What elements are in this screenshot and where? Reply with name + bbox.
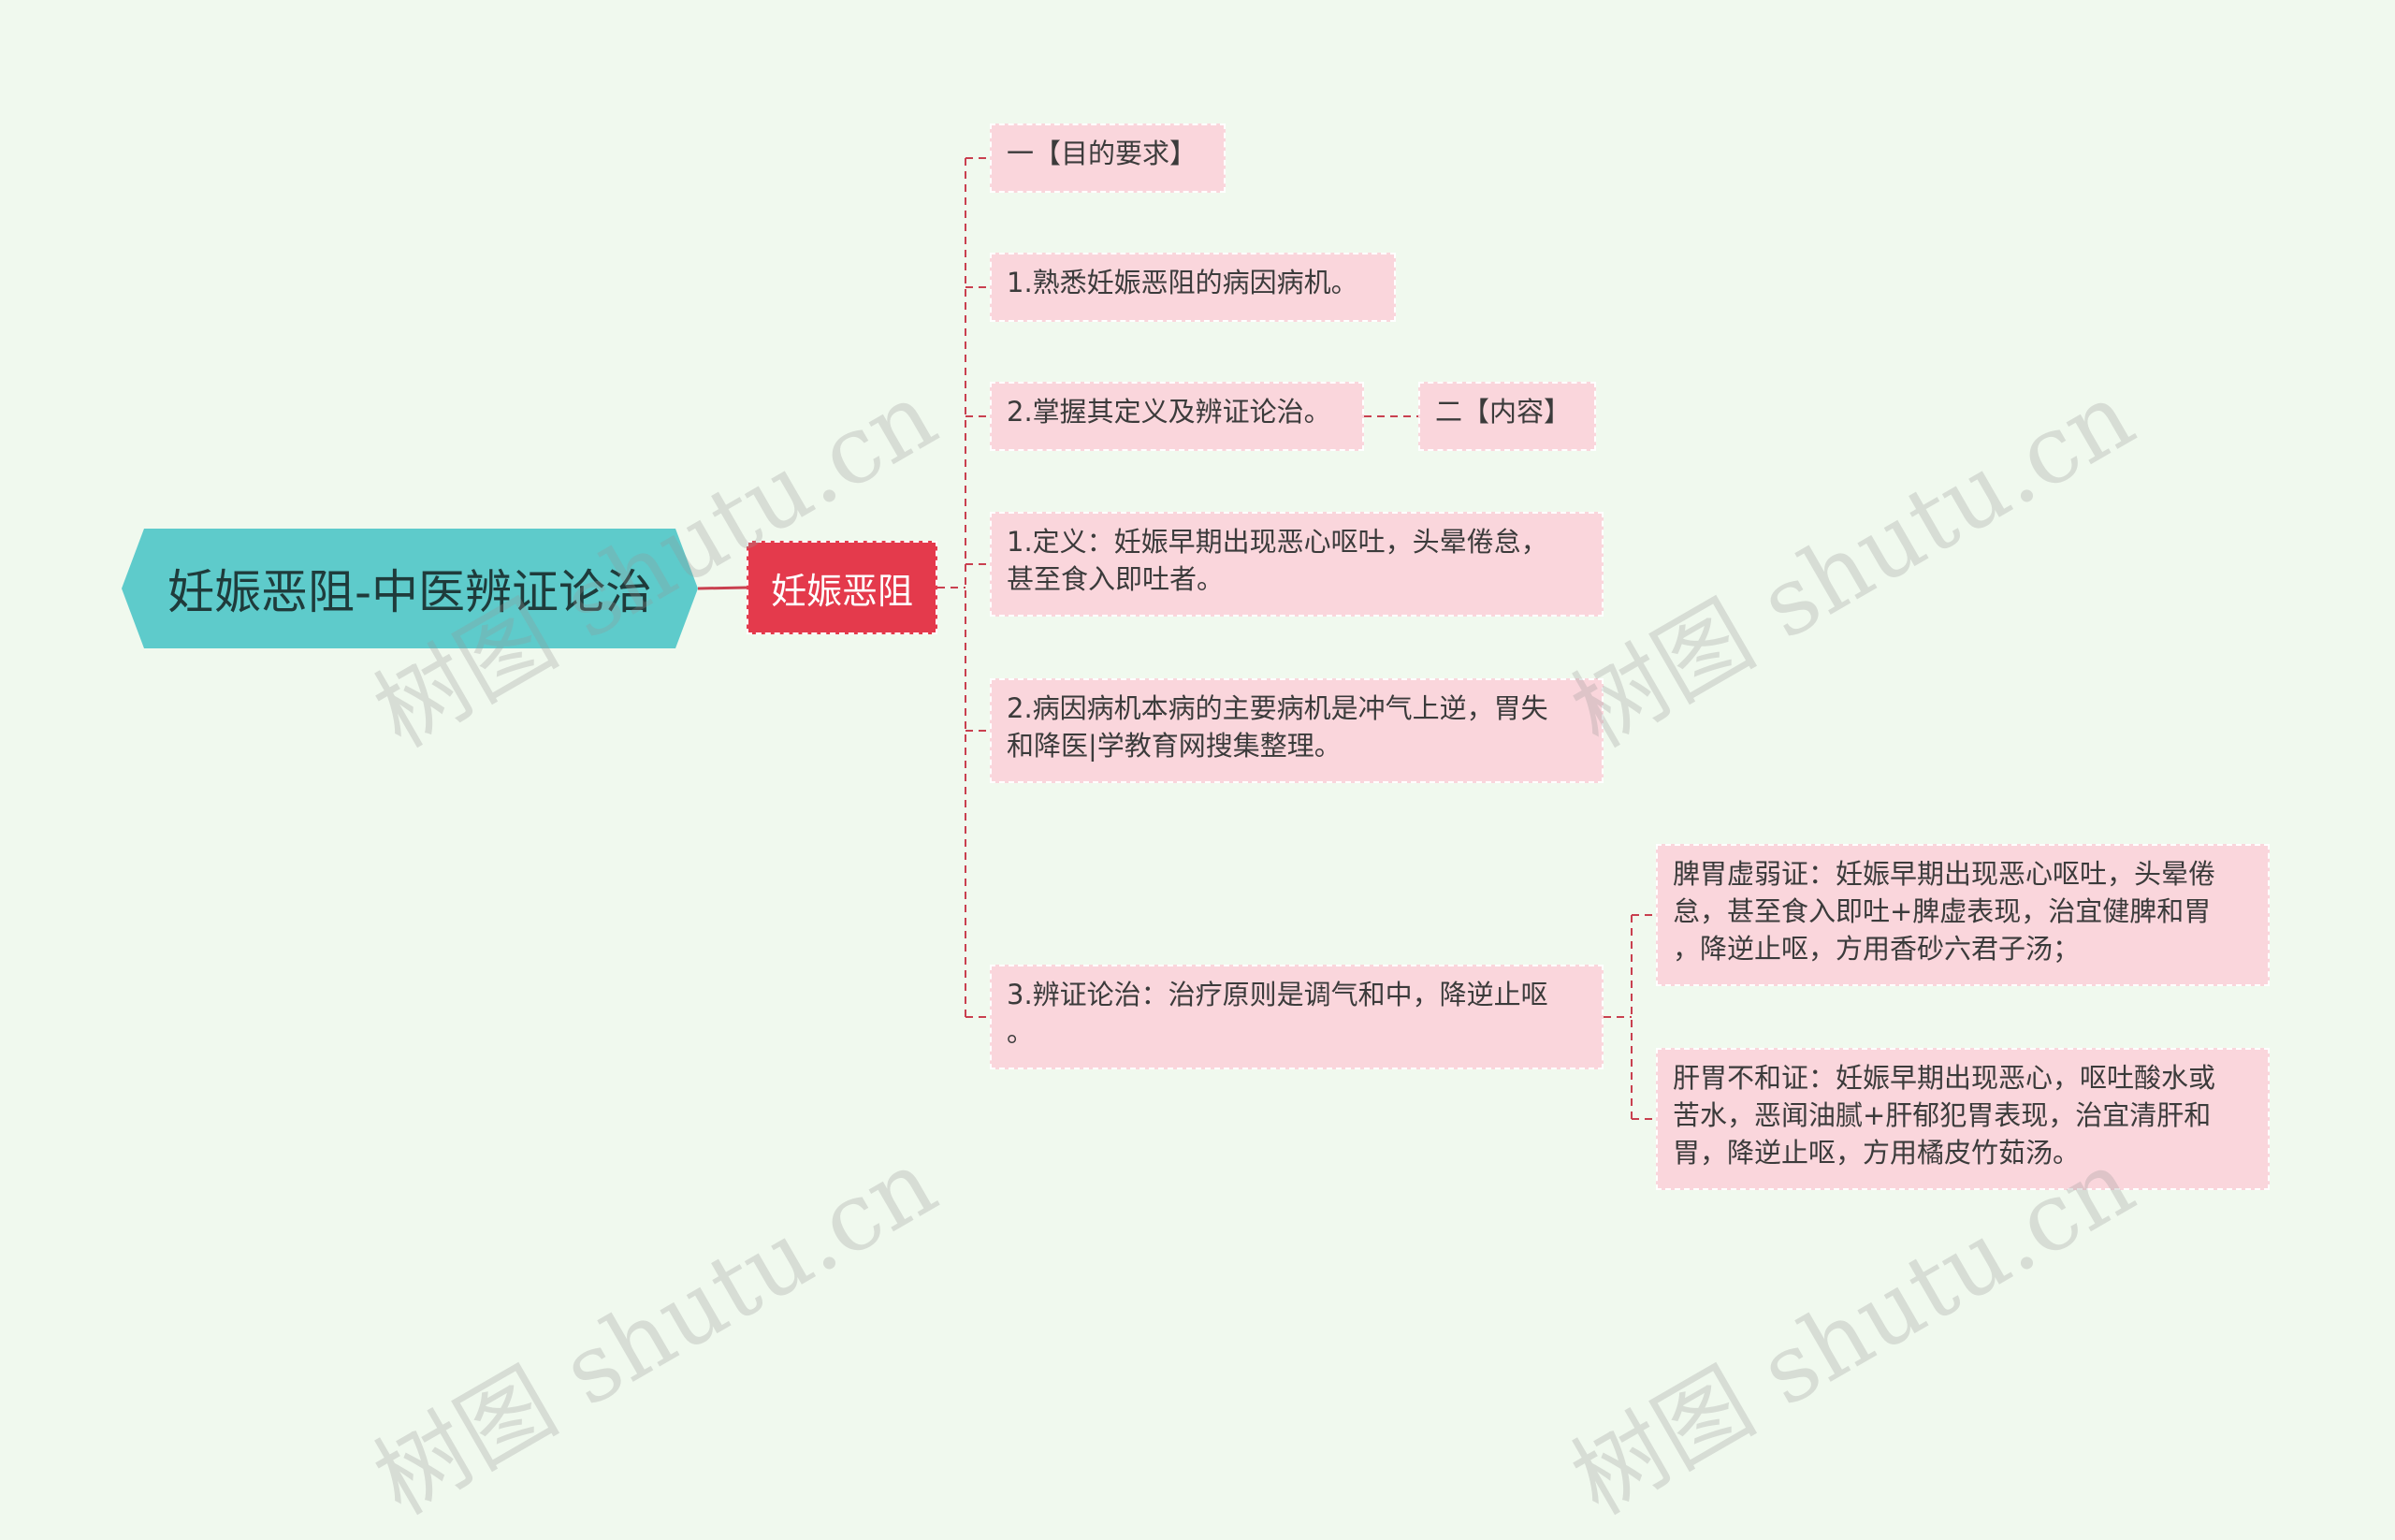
root-topic[interactable]: 妊娠恶阻-中医辨证论治 <box>122 529 698 648</box>
mind-map-canvas: 妊娠恶阻-中医辨证论治 妊娠恶阻 一【目的要求】 1.熟悉妊娠恶阻的病因病机。 … <box>122 123 2270 1535</box>
topic-etiology-pathogenesis[interactable]: 2.病因病机本病的主要病机是冲气上逆，胃失 和降医|学教育网搜集整理。 <box>990 678 1604 783</box>
topic-liver-stomach-disharmony[interactable]: 肝胃不和证：妊娠早期出现恶心，呕吐酸水或 苦水，恶闻油腻+肝郁犯胃表现，治宜清肝… <box>1656 1048 2270 1190</box>
connector-lines <box>697 157 1656 1120</box>
topic-content[interactable]: 二【内容】 <box>1418 382 1596 451</box>
main-topic[interactable]: 妊娠恶阻 <box>747 541 937 634</box>
topic-definition[interactable]: 1.定义：妊娠早期出现恶心呕吐，头晕倦怠， 甚至食入即吐者。 <box>990 512 1604 617</box>
topic-spleen-stomach-deficiency[interactable]: 脾胃虚弱证：妊娠早期出现恶心呕吐，头晕倦 怠，甚至食入即吐+脾虚表现，治宜健脾和… <box>1656 844 2270 986</box>
topic-definition-objective[interactable]: 2.掌握其定义及辨证论治。 <box>990 382 1364 451</box>
main-topic-label: 妊娠恶阻 <box>770 570 913 612</box>
topic-goal-requirements[interactable]: 一【目的要求】 <box>990 123 1226 193</box>
topic-etiology-objective[interactable]: 1.熟悉妊娠恶阻的病因病机。 <box>990 253 1396 322</box>
topic-syndrome-treatment[interactable]: 3.辨证论治：治疗原则是调气和中，降逆止呕 。 <box>990 965 1604 1069</box>
root-topic-label: 妊娠恶阻-中医辨证论治 <box>167 565 653 619</box>
